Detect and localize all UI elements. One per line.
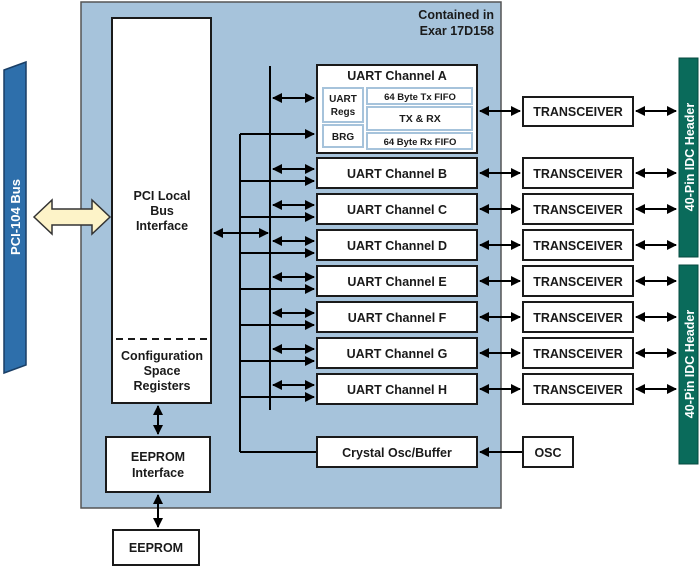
config-registers-line2: Space [144,364,181,378]
eeprom-label: EEPROM [129,541,183,555]
uart-channel-a-block: UART Channel A UART Regs BRG 64 Byte Tx … [316,64,478,154]
idc-header-top: 40-Pin IDC Header [678,57,699,258]
transceiver-a-label: TRANSCEIVER [533,105,623,119]
container-label-line1: Contained in [418,8,494,22]
uart-channel-h-label: UART Channel H [347,383,447,397]
pci-interface-line3: Interface [136,219,188,233]
osc-label: OSC [534,446,561,460]
container-label-line2: Exar 17D158 [420,24,494,38]
eeprom-block: EEPROM [112,529,200,566]
idc-header-bottom: 40-Pin IDC Header [678,264,699,465]
transceiver-h-box [522,373,634,405]
transceiver-f-box [522,301,634,333]
transceiver-g-label: TRANSCEIVER [533,347,623,361]
uart-channel-f-label: UART Channel F [348,311,447,325]
uart-channel-g-box [316,337,478,369]
config-registers-line1: Configuration [121,349,203,363]
uart-a-brg: BRG [332,132,354,143]
uart-a-tx-fifo: 64 Byte Tx FIFO [384,92,456,103]
transceiver-c-box [522,193,634,225]
transceiver-e-label: TRANSCEIVER [533,275,623,289]
transceiver-d-label: TRANSCEIVER [533,239,623,253]
transceiver-c-label: TRANSCEIVER [533,203,623,217]
uart-a-title: UART Channel A [347,69,447,83]
pci-104-bus: PCI-104 Bus [3,60,27,375]
header-top-label: 40-Pin IDC Header [683,103,697,212]
transceiver-a: TRANSCEIVER [522,96,634,127]
uart-a-tx-rx: TX & RX [399,113,440,125]
eeprom-interface-line2: Interface [132,466,184,480]
transceiver-g-box [522,337,634,369]
crystal-osc-label: Crystal Osc/Buffer [342,446,452,460]
uart-channel-d-label: UART Channel D [347,239,447,253]
transceiver-e-box [522,265,634,297]
transceiver-b-label: TRANSCEIVER [533,167,623,181]
uart-channel-e-label: UART Channel E [347,275,446,289]
transceiver-f-label: TRANSCEIVER [533,311,623,325]
osc-block: OSC [522,436,574,468]
eeprom-interface-line1: EEPROM [131,450,185,464]
uart-channels-b-h: UART Channel B TRANSCEIVER UART Channel C T… [240,157,677,405]
uart-a-regs-line1: UART [329,94,357,105]
eeprom-interface-block: EEPROM Interface [105,436,211,493]
uart-channel-b-label: UART Channel B [347,167,447,181]
uart-a-rx-fifo: 64 Byte Rx FIFO [384,137,457,148]
pci-interface-block: PCI Local Bus Interface Configuration Sp… [111,17,212,404]
uart-channel-b-box [316,157,478,189]
uart-channel-f-box [316,301,478,333]
crystal-osc-buffer-block: Crystal Osc/Buffer [316,436,478,468]
uart-channel-c-box [316,193,478,225]
uart-channel-g-label: UART Channel G [347,347,448,361]
pci-bus-label: PCI-104 Bus [8,179,23,255]
uart-channel-d-box [316,229,478,261]
pci-interface-line2: Bus [150,204,174,218]
header-bottom-label: 40-Pin IDC Header [683,310,697,419]
uart-channel-h-box [316,373,478,405]
pci-interface-line1: PCI Local [134,189,191,203]
uart-channel-e-box [316,265,478,297]
transceiver-d-box [522,229,634,261]
config-registers-line3: Registers [134,379,191,393]
transceiver-b-box [522,157,634,189]
uart-a-regs-line2: Regs [331,107,356,118]
transceiver-h-label: TRANSCEIVER [533,383,623,397]
pci-bus-arrow [32,198,112,236]
uart-channel-c-label: UART Channel C [347,203,447,217]
